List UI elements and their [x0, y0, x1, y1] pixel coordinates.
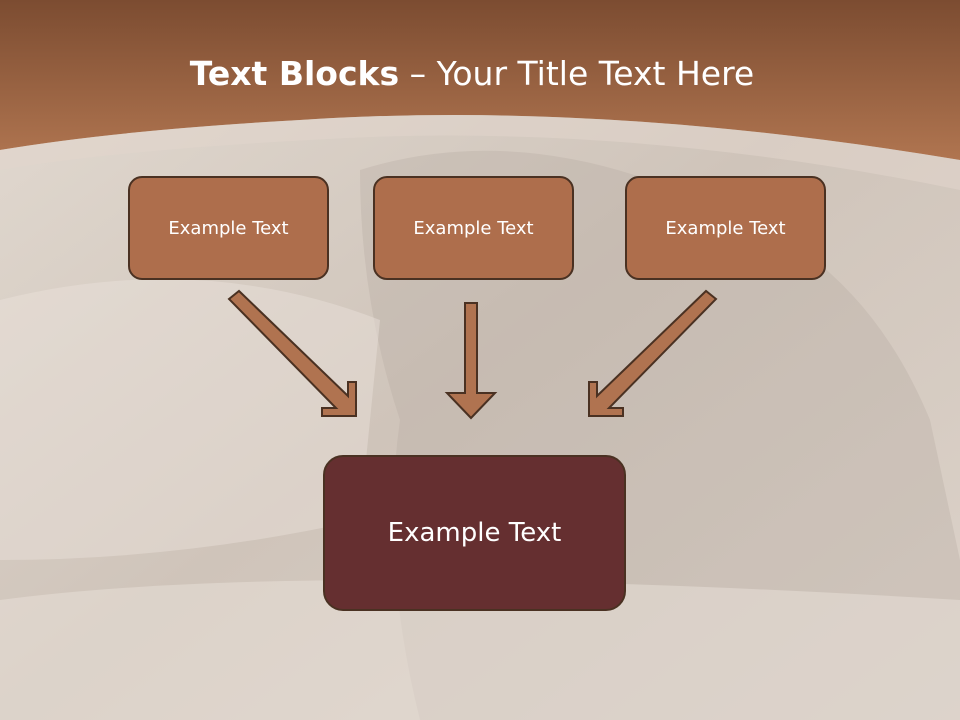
- title-regular-text: – Your Title Text Here: [399, 54, 755, 93]
- text-block-center-label: Example Text: [413, 217, 534, 239]
- text-block-center[interactable]: Example Text: [373, 176, 574, 280]
- text-block-left-label: Example Text: [168, 217, 289, 239]
- text-block-right[interactable]: Example Text: [625, 176, 826, 280]
- text-block-right-label: Example Text: [665, 217, 786, 239]
- arrow-left: [227, 289, 357, 417]
- text-block-main-label: Example Text: [387, 518, 562, 548]
- title-bold-text: Text Blocks: [189, 54, 400, 93]
- arrow-center: [444, 302, 498, 420]
- header-curve-highlight: [0, 115, 960, 190]
- page-title: Text Blocks – Your Title Text Here: [0, 54, 944, 93]
- photo-floor-shape: [0, 580, 960, 720]
- arrow-right: [588, 289, 718, 417]
- text-block-left[interactable]: Example Text: [128, 176, 329, 280]
- text-block-main[interactable]: Example Text: [323, 455, 626, 611]
- header-band: [0, 0, 960, 160]
